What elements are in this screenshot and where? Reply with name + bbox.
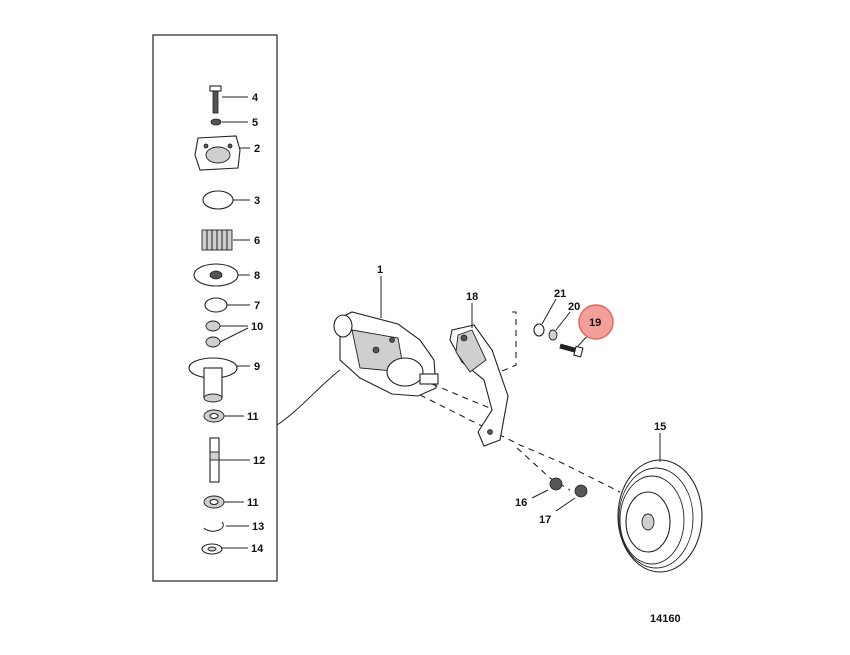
callout-21: 21	[554, 288, 566, 300]
callout-12: 12	[253, 455, 265, 467]
part-14-washer	[201, 543, 223, 555]
callout-5: 5	[252, 117, 258, 129]
part-8-wear-plate	[193, 263, 239, 287]
part-7-o-ring	[204, 297, 228, 313]
inset-connector-line	[276, 369, 341, 426]
leader-10b	[219, 327, 249, 343]
callout-19[interactable]: 19	[589, 317, 601, 329]
leader-21	[541, 298, 557, 325]
part-21-washer	[533, 323, 545, 337]
callout-14: 14	[251, 543, 264, 555]
callout-11a: 11	[247, 411, 259, 423]
part-3-o-ring	[202, 190, 234, 210]
part-19-bolt	[559, 343, 584, 358]
axis-line-shaft	[419, 394, 621, 493]
callout-1: 1	[377, 264, 383, 276]
leader-20	[555, 311, 571, 331]
axis-line-upper	[431, 383, 501, 413]
part-13-snap-ring	[203, 521, 224, 532]
callout-9: 9	[254, 361, 260, 373]
part-1-pump-assembly	[333, 311, 439, 397]
leader-17	[555, 497, 576, 512]
part-4-screw	[209, 85, 222, 114]
callout-6: 6	[254, 235, 260, 247]
part-12-shaft	[209, 437, 220, 483]
callout-7: 7	[254, 300, 260, 312]
part-5-washer	[210, 118, 222, 126]
callout-8: 8	[254, 270, 260, 282]
callout-13: 13	[252, 521, 264, 533]
part-16-nut	[549, 477, 563, 491]
part-11-bearing-lower	[203, 495, 225, 509]
callout-16: 16	[515, 497, 527, 509]
callout-19-highlight[interactable]	[578, 304, 614, 340]
callout-18: 18	[466, 291, 478, 303]
part-15-pulley	[617, 459, 703, 573]
part-11-bearing-upper	[203, 409, 225, 423]
part-6-impeller	[201, 229, 233, 251]
inset-frame	[152, 34, 278, 582]
callout-3: 3	[254, 195, 260, 207]
callout-2: 2	[254, 143, 260, 155]
callout-11b: 11	[247, 497, 259, 509]
axis-line-bolt-upper	[499, 311, 517, 373]
callout-17: 17	[539, 514, 551, 526]
part-9-housing	[188, 357, 238, 403]
callout-15: 15	[654, 421, 666, 433]
callout-10: 10	[251, 321, 263, 333]
part-2-pump-body	[194, 135, 241, 171]
axis-line-bolt-lower	[516, 447, 571, 491]
callout-20: 20	[568, 301, 580, 313]
part-18-bracket	[449, 324, 509, 447]
callout-4: 4	[252, 92, 259, 104]
leader-16	[531, 489, 549, 499]
figure-number: 14160	[650, 613, 681, 625]
part-17-nut	[574, 484, 588, 498]
part-10-seals	[205, 320, 221, 348]
part-20-lock-washer	[548, 329, 558, 341]
